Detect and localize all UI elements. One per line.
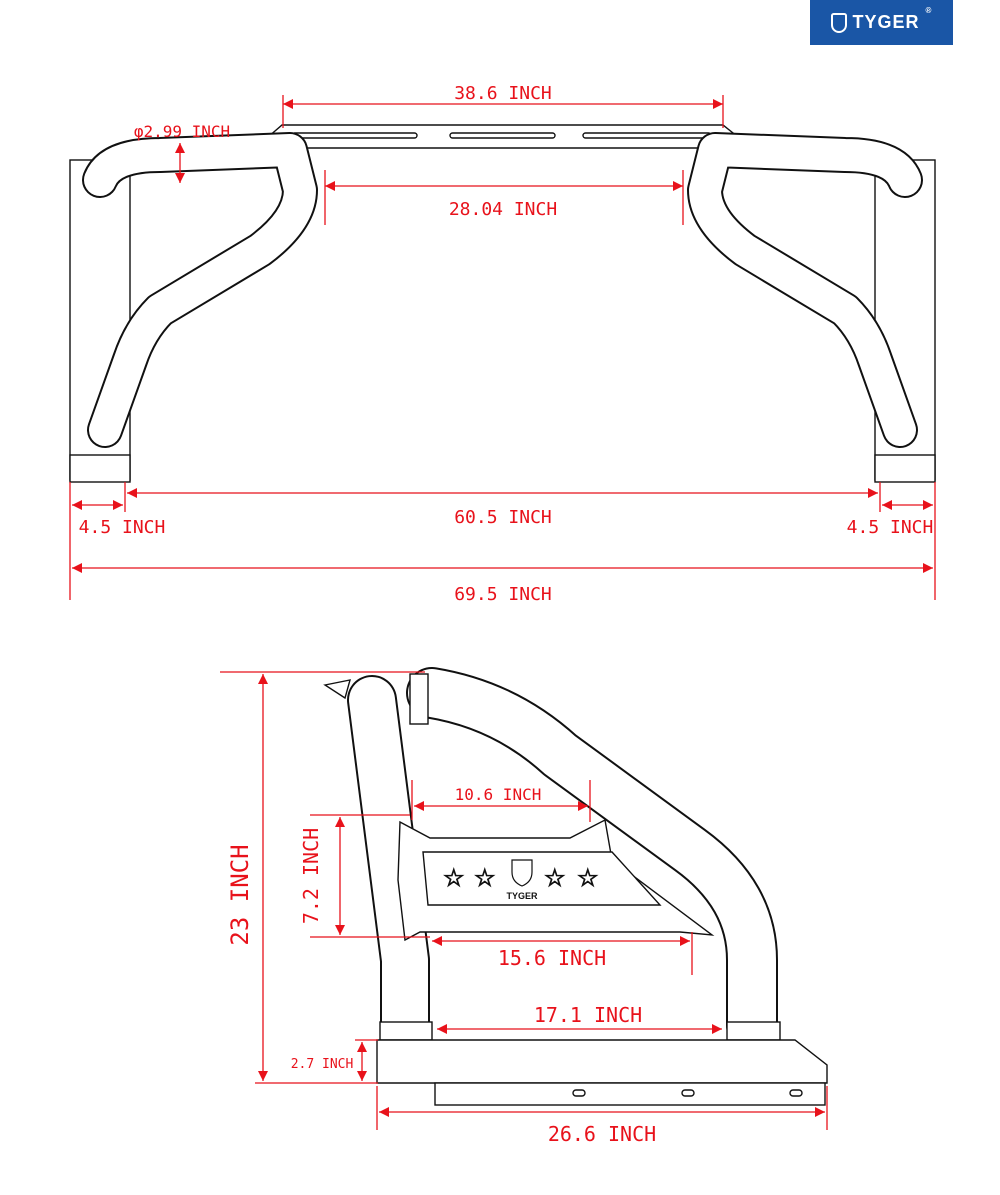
dim-leg-spacing-label: 17.1 INCH <box>534 1003 642 1027</box>
side-view-drawing: ☆ ☆ ☆ ☆ TYGER <box>323 667 828 1106</box>
top-view-drawing <box>69 124 936 483</box>
dim-base-length-label: 26.6 INCH <box>548 1122 656 1146</box>
mounting-rail <box>434 1082 826 1106</box>
dim-crossbar-label: 38.6 INCH <box>454 83 552 104</box>
side-view-dimensions: 23 INCH 7.2 INCH 10.6 INCH 15.6 INCH 17.… <box>220 671 828 1146</box>
dim-left-mount-label: 4.5 INCH <box>79 517 166 538</box>
dim-overall-width-label: 69.5 INCH <box>454 584 552 605</box>
svg-text:☆: ☆ <box>577 865 599 892</box>
left-tube <box>82 132 318 448</box>
dim-plate-height-label: 7.2 INCH <box>299 828 323 924</box>
dim-plate-bottom-label: 15.6 INCH <box>498 946 606 970</box>
rear-arch-tube <box>406 667 778 1051</box>
svg-text:☆: ☆ <box>474 865 496 892</box>
front-tube <box>347 675 430 1050</box>
dim-inner-width-label: 28.04 INCH <box>449 199 557 220</box>
dim-center-span-label: 60.5 INCH <box>454 507 552 528</box>
top-view-dimensions: 38.6 INCH φ2.99 INCH 28.04 INCH 4.5 INCH… <box>69 83 936 605</box>
svg-text:☆: ☆ <box>443 865 465 892</box>
dim-right-mount-label: 4.5 INCH <box>847 517 934 538</box>
dim-base-height-label: 2.7 INCH <box>291 1057 354 1072</box>
tiger-shield-icon <box>830 12 847 33</box>
dim-plate-top-label: 10.6 INCH <box>455 785 542 804</box>
light-plate: ☆ ☆ ☆ ☆ TYGER <box>397 818 715 942</box>
plate-brand-text: TYGER <box>506 891 538 901</box>
svg-text:☆: ☆ <box>544 865 566 892</box>
left-base-plate <box>69 454 131 483</box>
right-base-plate <box>874 454 936 483</box>
tiger-shield-icon <box>511 859 533 887</box>
dim-overall-height-label: 23 INCH <box>226 844 254 945</box>
logo-text: TYGER <box>852 12 920 32</box>
base-plate <box>376 1039 828 1084</box>
right-tube <box>687 132 923 448</box>
dim-tube-diameter-label: φ2.99 INCH <box>134 122 230 141</box>
tyger-logo: TYGER® <box>810 0 953 45</box>
